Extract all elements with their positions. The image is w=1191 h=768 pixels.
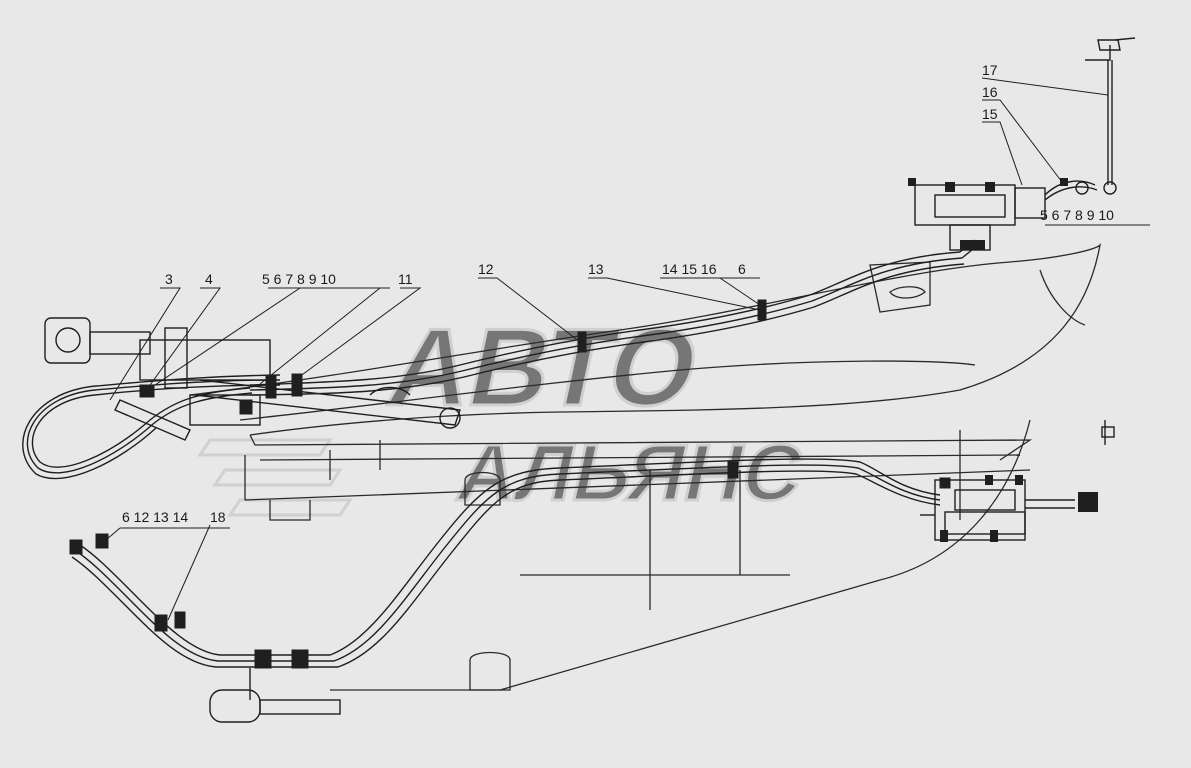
lower-clamps (69, 461, 951, 669)
upper-clamps (139, 299, 767, 415)
lower-frame-rail (244, 419, 1031, 691)
callout-3: 3 (165, 271, 173, 287)
callout-group-mid-top: 14 15 16 (662, 261, 717, 277)
callout-group-right: 5 6 7 8 9 10 (1040, 207, 1114, 223)
upper-right-valve-fittings (908, 178, 1068, 250)
lower-pipe-bundle (71, 458, 941, 668)
watermark-logo-stripes (197, 438, 353, 517)
left-cylinder-assembly (44, 317, 461, 441)
callout-group-left-top: 5 6 7 8 9 10 (262, 271, 336, 287)
callout-4: 4 (205, 271, 213, 287)
leader-lines (99, 77, 1150, 621)
callout-12: 12 (478, 261, 494, 277)
callouts: 3 4 5 6 7 8 9 10 11 12 13 14 15 16 6 17 … (122, 62, 1114, 525)
callout-16-right: 16 (982, 84, 998, 100)
lower-right-valve-fittings (940, 475, 1098, 542)
callout-15-right: 15 (982, 106, 998, 122)
callout-11: 11 (398, 271, 413, 287)
callout-6-mid: 6 (738, 261, 746, 277)
callout-group-bottom-left: 6 12 13 14 (122, 509, 188, 525)
lower-right-valve (920, 420, 1115, 541)
callout-18: 18 (210, 509, 226, 525)
upper-right-valve (914, 37, 1136, 251)
callout-17: 17 (982, 62, 998, 78)
callout-13: 13 (588, 261, 604, 277)
upper-pipe-bundle (249, 239, 979, 396)
bottom-left-cylinder (209, 668, 341, 723)
